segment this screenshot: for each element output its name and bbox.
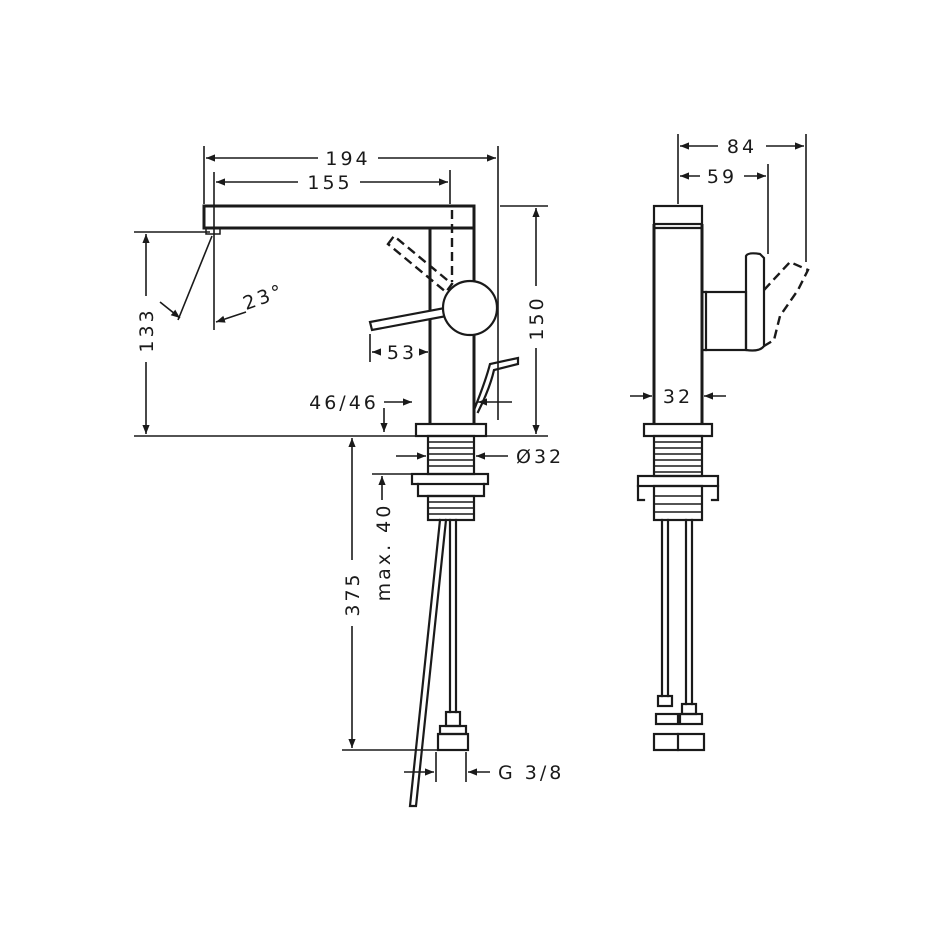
dimension-lines xyxy=(134,134,807,782)
label-deck-thickness: max. 40 xyxy=(373,503,395,602)
side-fixing-nut xyxy=(636,474,720,488)
fixing-nut xyxy=(410,472,490,486)
label-thread-diameter: Ø32 xyxy=(516,446,564,468)
label-overall-reach: 194 xyxy=(325,148,370,170)
dimension-labels: 194 155 133 23° 150 53 46/46 Ø32 max. 40… xyxy=(136,136,757,784)
label-waste-offset: 46/46 xyxy=(309,392,379,414)
label-spout-reach: 155 xyxy=(307,172,352,194)
label-side-depth: 84 xyxy=(727,136,757,158)
label-lever-depth: 59 xyxy=(707,166,737,188)
lever-handle xyxy=(368,305,454,332)
label-shank-length: 375 xyxy=(342,571,364,616)
side-hose-right xyxy=(684,518,694,706)
label-connection: G 3/8 xyxy=(498,762,564,784)
side-lever xyxy=(744,252,766,352)
label-spout-angle: 23° xyxy=(240,280,288,315)
side-lever-alt xyxy=(763,260,810,348)
supply-hose-angled xyxy=(408,518,448,808)
lever-alt-position xyxy=(386,234,454,294)
base-flange xyxy=(414,422,488,438)
thread-lines xyxy=(428,441,474,467)
side-base-flange xyxy=(642,422,714,438)
popup-rod xyxy=(472,356,520,414)
side-view xyxy=(636,204,810,752)
label-lever-distance: 53 xyxy=(387,342,417,364)
lever-hub xyxy=(441,279,499,337)
side-top-cap xyxy=(652,204,704,226)
side-body xyxy=(652,224,704,424)
label-spout-height: 133 xyxy=(136,307,158,352)
supply-hose-straight xyxy=(448,518,458,714)
hose-connector xyxy=(436,732,470,752)
label-total-height: 150 xyxy=(526,295,548,340)
front-view xyxy=(202,204,520,808)
spout-aerator xyxy=(205,228,221,235)
side-hub xyxy=(704,290,748,352)
spout xyxy=(202,204,476,230)
label-body-width: 32 xyxy=(663,386,693,408)
side-hose-left xyxy=(660,518,670,698)
